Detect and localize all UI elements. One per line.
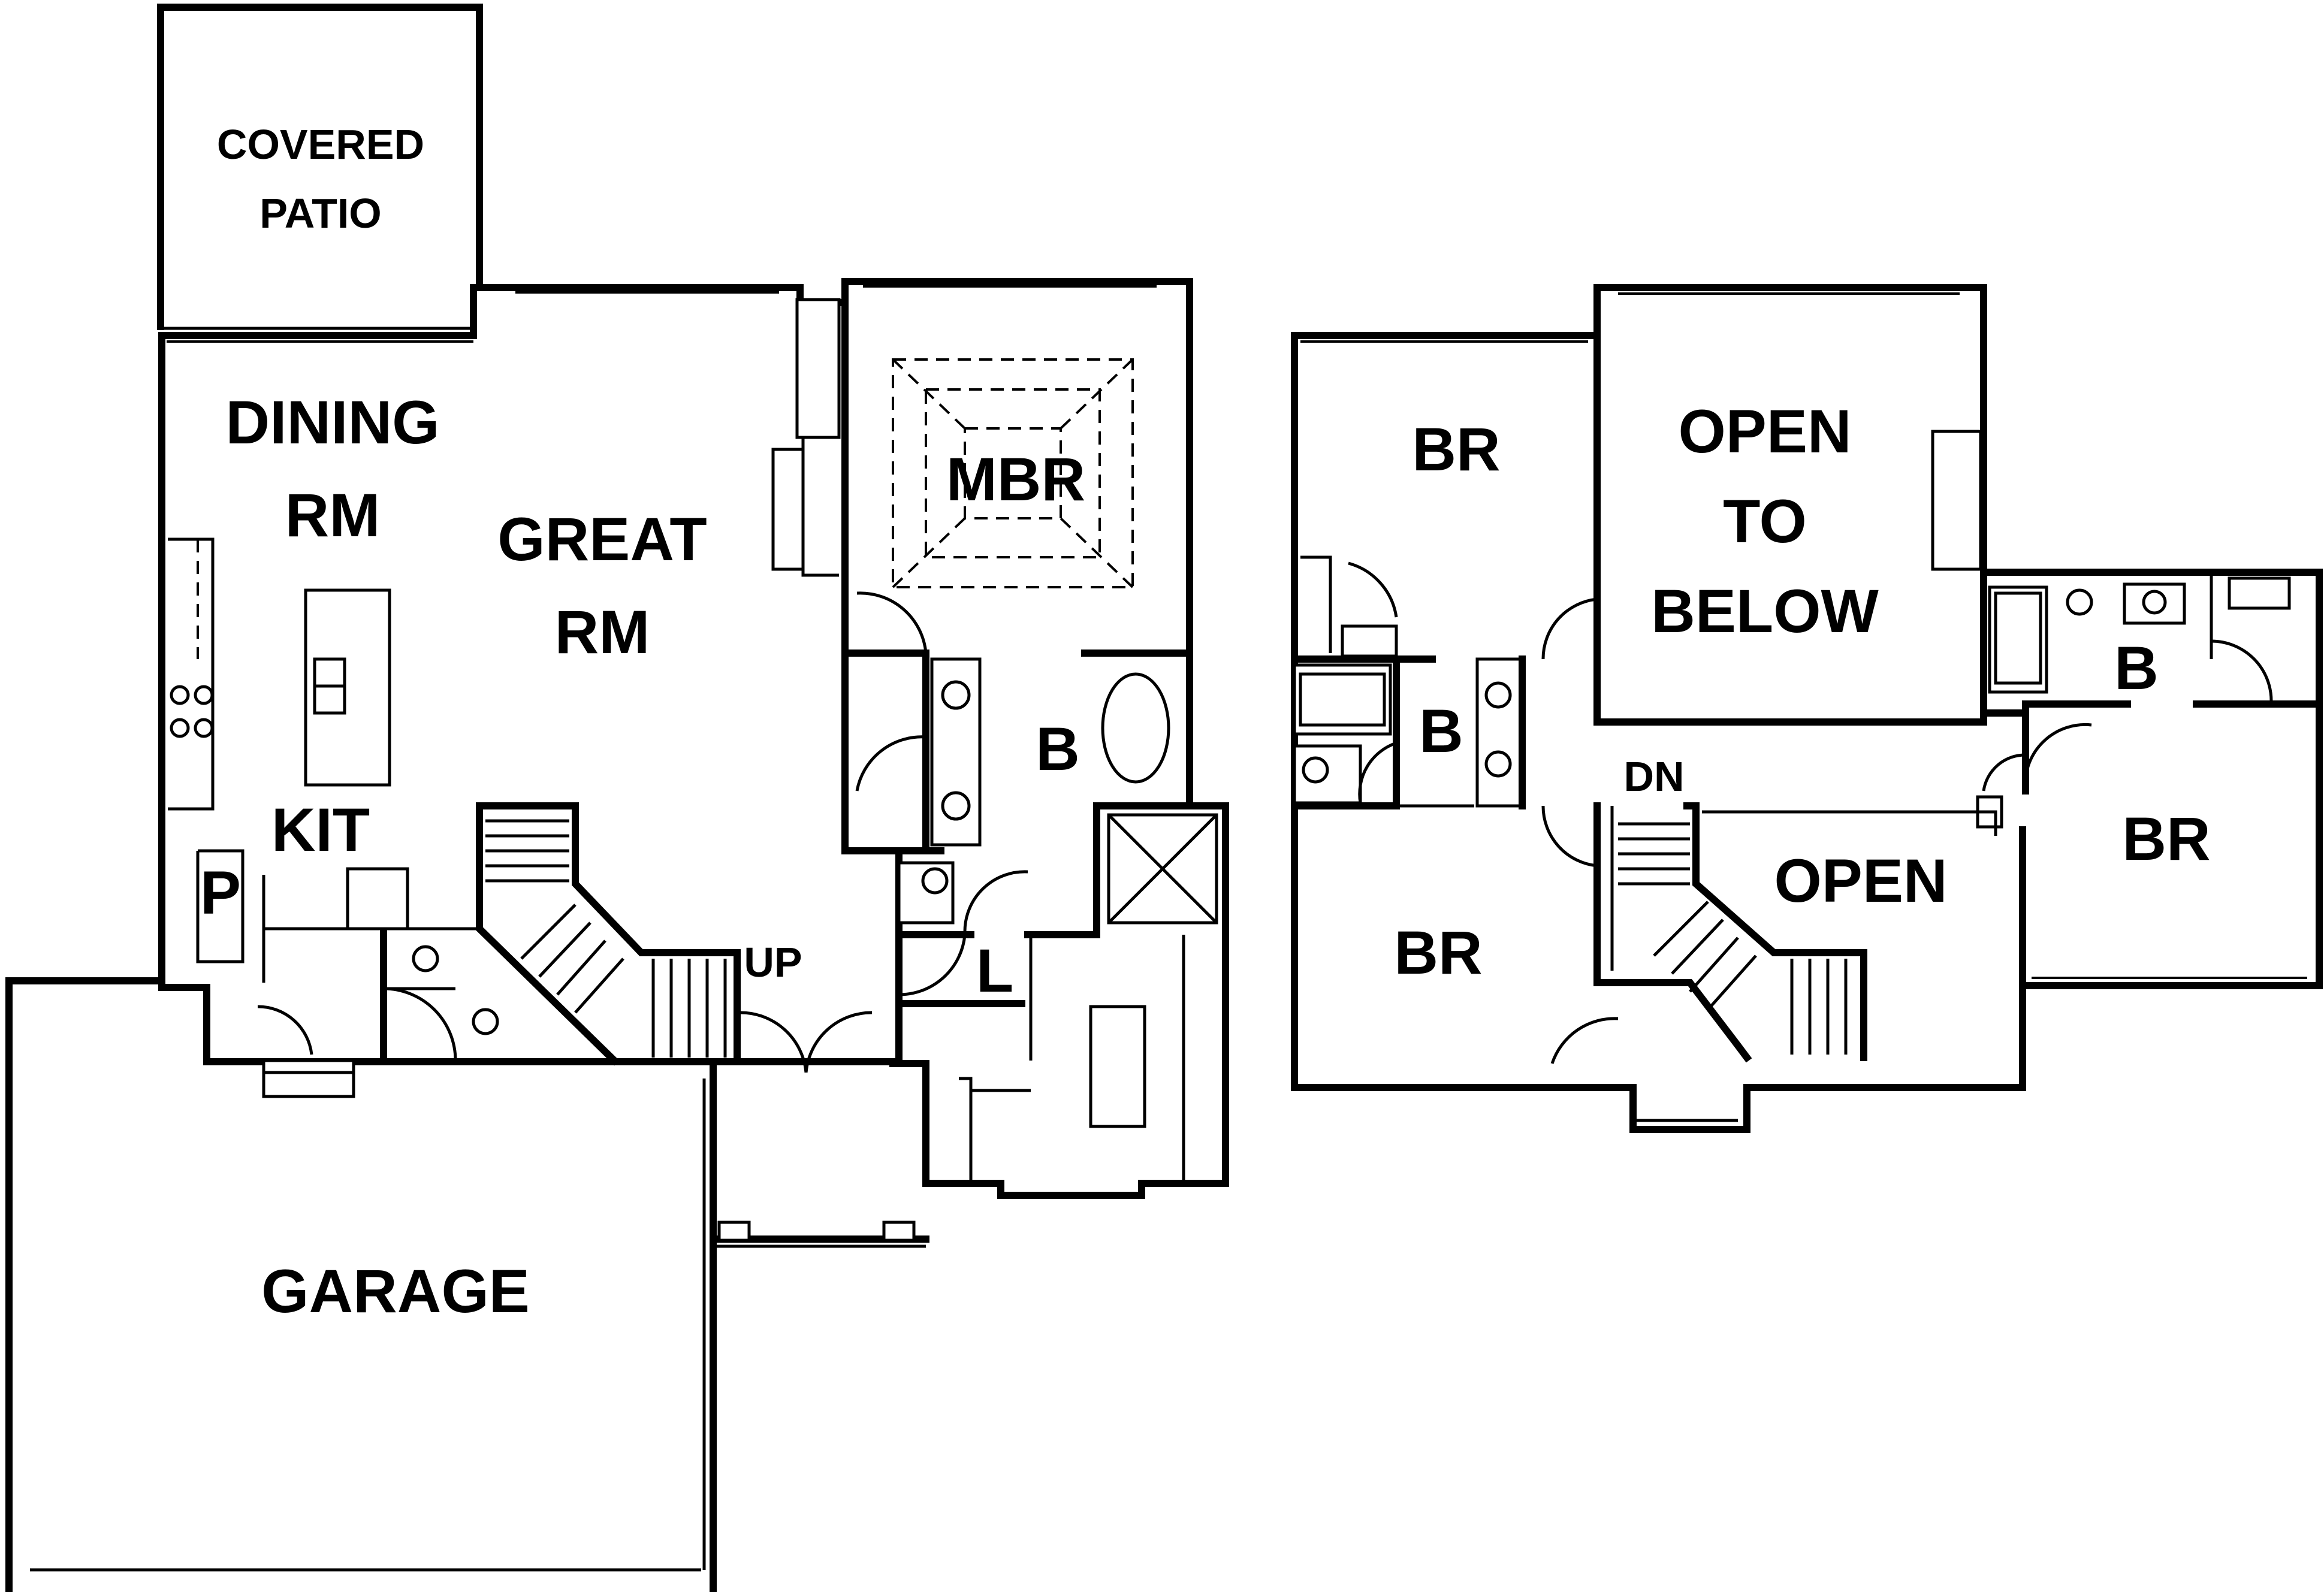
label-open-to-below-1: OPEN xyxy=(1678,397,1851,466)
label-br-upper-left: BR xyxy=(1412,415,1500,484)
room-labels: COVERED PATIO DINING RM GREAT RM MBR KIT… xyxy=(200,121,2211,1325)
laundry-foyer xyxy=(895,931,1185,1183)
closet-shelving xyxy=(1107,813,1218,925)
main-floor-outer-walls xyxy=(5,278,1229,1592)
upper-fireplace-chase xyxy=(1931,430,1982,571)
label-open-to-below-2: TO xyxy=(1723,487,1807,555)
label-dining-1: DINING xyxy=(226,388,440,457)
label-up: UP xyxy=(744,939,802,986)
windows-main-top xyxy=(167,285,1157,343)
upper-floor xyxy=(1291,284,2323,1133)
label-master-bath: B xyxy=(1036,715,1080,783)
main-floor xyxy=(5,4,1229,1592)
label-kit: KIT xyxy=(271,796,370,864)
label-bath-upper-right: B xyxy=(2114,634,2159,702)
upper-right-bedroom xyxy=(1976,709,2092,989)
label-pantry: P xyxy=(200,859,241,927)
label-covered-patio-2: PATIO xyxy=(259,190,382,237)
label-covered-patio-1: COVERED xyxy=(217,121,424,168)
label-dn: DN xyxy=(1623,753,1684,800)
tray-ceiling xyxy=(892,358,1134,588)
mbr-walls xyxy=(841,299,1193,938)
upper-bath-center xyxy=(1291,555,1526,809)
covered-patio xyxy=(157,4,483,330)
upper-bath-right xyxy=(1980,575,2323,717)
label-laundry: L xyxy=(976,937,1013,1005)
label-great-1: GREAT xyxy=(497,505,707,573)
label-br-lower-left: BR xyxy=(1394,919,1482,987)
label-garage: GARAGE xyxy=(261,1257,530,1325)
main-floor-doors xyxy=(257,591,1028,1073)
powder-room xyxy=(264,867,499,1061)
windows-upper xyxy=(1300,292,2307,979)
main-stair xyxy=(476,802,741,1066)
label-open: OPEN xyxy=(1774,847,1947,915)
upper-floor-doors xyxy=(1358,597,1738,1122)
garage xyxy=(30,1079,706,1572)
master-bath-fixtures xyxy=(897,657,1170,925)
upper-floor-outer-walls xyxy=(1291,284,2323,1133)
label-bath-upper-center: B xyxy=(1419,697,1463,765)
fireplace xyxy=(771,298,841,577)
label-dining-2: RM xyxy=(285,481,381,549)
label-open-to-below-3: BELOW xyxy=(1651,577,1879,645)
label-br-right: BR xyxy=(2122,805,2210,873)
label-mbr: MBR xyxy=(946,445,1085,513)
upper-stair xyxy=(1593,802,1997,1063)
garage-entry xyxy=(262,1059,926,1248)
label-great-2: RM xyxy=(555,598,650,666)
